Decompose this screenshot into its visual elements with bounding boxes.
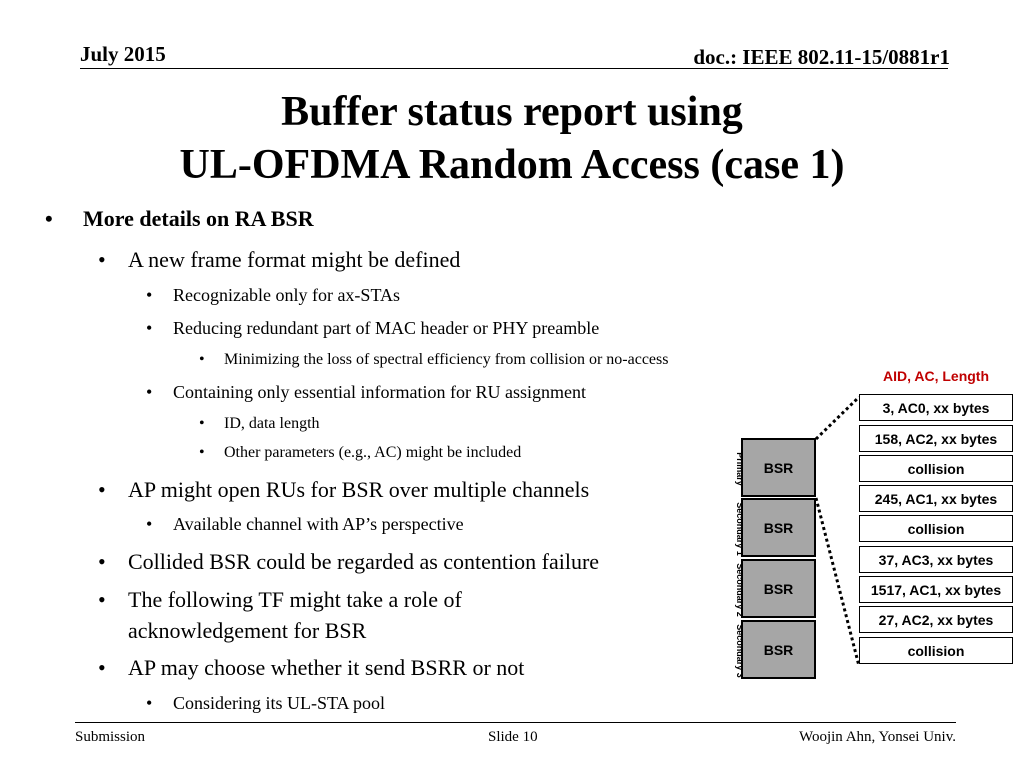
report-entry: collision	[859, 637, 1013, 664]
report-entry: 245, AC1, xx bytes	[859, 485, 1013, 512]
bullet-item: • Minimizing the loss of spectral effici…	[199, 351, 669, 369]
bullet-text: AP might open RUs for BSR over multiple …	[128, 477, 590, 502]
bullet-item: • Recognizable only for ax-STAs	[146, 285, 400, 306]
footer-divider	[75, 722, 956, 723]
footer-submission: Submission	[75, 729, 146, 745]
bullet-text: Minimizing the loss of spectral efficien…	[224, 351, 669, 368]
header-date: July 2015	[80, 42, 166, 66]
title-line-2: UL-OFDMA Random Access (case 1)	[179, 142, 845, 188]
bullet-glyph: •	[98, 655, 106, 680]
bullet-item: • Containing only essential information …	[146, 382, 586, 403]
report-entry: collision	[859, 455, 1013, 482]
bullet-text: More details on RA BSR	[83, 206, 314, 231]
header-doc-id: doc.: IEEE 802.11-15/0881r1	[693, 45, 950, 69]
bullet-item: • Collided BSR could be regarded as cont…	[98, 549, 600, 575]
bullet-glyph: •	[98, 247, 106, 272]
bullet-glyph: •	[98, 477, 106, 502]
report-entry: 27, AC2, xx bytes	[859, 606, 1013, 633]
bullet-item: • Other parameters (e.g., AC) might be i…	[199, 444, 522, 462]
bullet-text: Available channel with AP’s perspective	[173, 514, 464, 534]
bullet-glyph: •	[98, 549, 106, 574]
bullet-text: AP may choose whether it send BSRR or no…	[128, 655, 525, 680]
bullet-text: Considering its UL-STA pool	[173, 693, 386, 713]
report-entry: collision	[859, 515, 1013, 542]
bullet-glyph: •	[146, 693, 153, 713]
bullet-text: A new frame format might be defined	[128, 247, 461, 272]
header-divider	[80, 68, 948, 69]
bullet-text: Containing only essential information fo…	[173, 382, 586, 402]
bullet-glyph: •	[45, 206, 53, 231]
bullet-glyph: •	[199, 351, 205, 368]
bullet-item: • Considering its UL-STA pool	[146, 693, 386, 714]
bsr-box-secondary-3: BSR	[741, 620, 816, 679]
report-fields-header: AID, AC, Length	[882, 368, 990, 384]
footer-slide-number: Slide 10	[488, 729, 538, 745]
bsr-box-primary: BSR	[741, 438, 816, 497]
footer-author: Woojin Ahn, Yonsei Univ.	[798, 729, 956, 745]
bullet-text: Reducing redundant part of MAC header or…	[173, 318, 600, 338]
bullet-item: • AP might open RUs for BSR over multipl…	[98, 477, 590, 503]
report-entry: 1517, AC1, xx bytes	[859, 576, 1013, 603]
connector-top-line	[814, 395, 861, 441]
bullet-item: • ID, data length	[199, 415, 320, 433]
bullet-glyph: •	[98, 587, 106, 612]
bullet-glyph: •	[199, 415, 205, 432]
bullet-glyph: •	[146, 382, 153, 402]
bullet-item: • Available channel with AP’s perspectiv…	[146, 514, 464, 535]
bullet-glyph: •	[199, 444, 205, 461]
bullet-text: Recognizable only for ax-STAs	[173, 285, 400, 305]
report-entry: 3, AC0, xx bytes	[859, 394, 1013, 421]
bullet-text: Other parameters (e.g., AC) might be inc…	[224, 444, 522, 461]
report-entry: 37, AC3, xx bytes	[859, 546, 1013, 573]
bullet-text: ID, data length	[224, 415, 320, 432]
bullet-item: • The following TF might take a role of	[98, 587, 462, 613]
bullet-glyph: •	[146, 514, 153, 534]
bullet-text: acknowledgement for BSR	[128, 618, 367, 643]
bullet-item: • More details on RA BSR	[45, 206, 314, 232]
bullet-item-continuation: acknowledgement for BSR	[128, 618, 366, 644]
connector-bottom-line	[814, 497, 861, 667]
bullet-item: • AP may choose whether it send BSRR or …	[98, 655, 525, 681]
bsr-box-secondary-2: BSR	[741, 559, 816, 618]
bullet-glyph: •	[146, 285, 153, 305]
report-entry: 158, AC2, xx bytes	[859, 425, 1013, 452]
bullet-text: Collided BSR could be regarded as conten…	[128, 549, 600, 574]
slide-title: Buffer status report using UL-OFDMA Rand…	[0, 86, 1024, 192]
bullet-item: • A new frame format might be defined	[98, 247, 461, 273]
bullet-glyph: •	[146, 318, 153, 338]
bullet-item: • Reducing redundant part of MAC header …	[146, 318, 600, 339]
bullet-text: The following TF might take a role of	[128, 587, 462, 612]
title-line-1: Buffer status report using	[281, 89, 743, 135]
bsr-box-secondary-1: BSR	[741, 498, 816, 557]
